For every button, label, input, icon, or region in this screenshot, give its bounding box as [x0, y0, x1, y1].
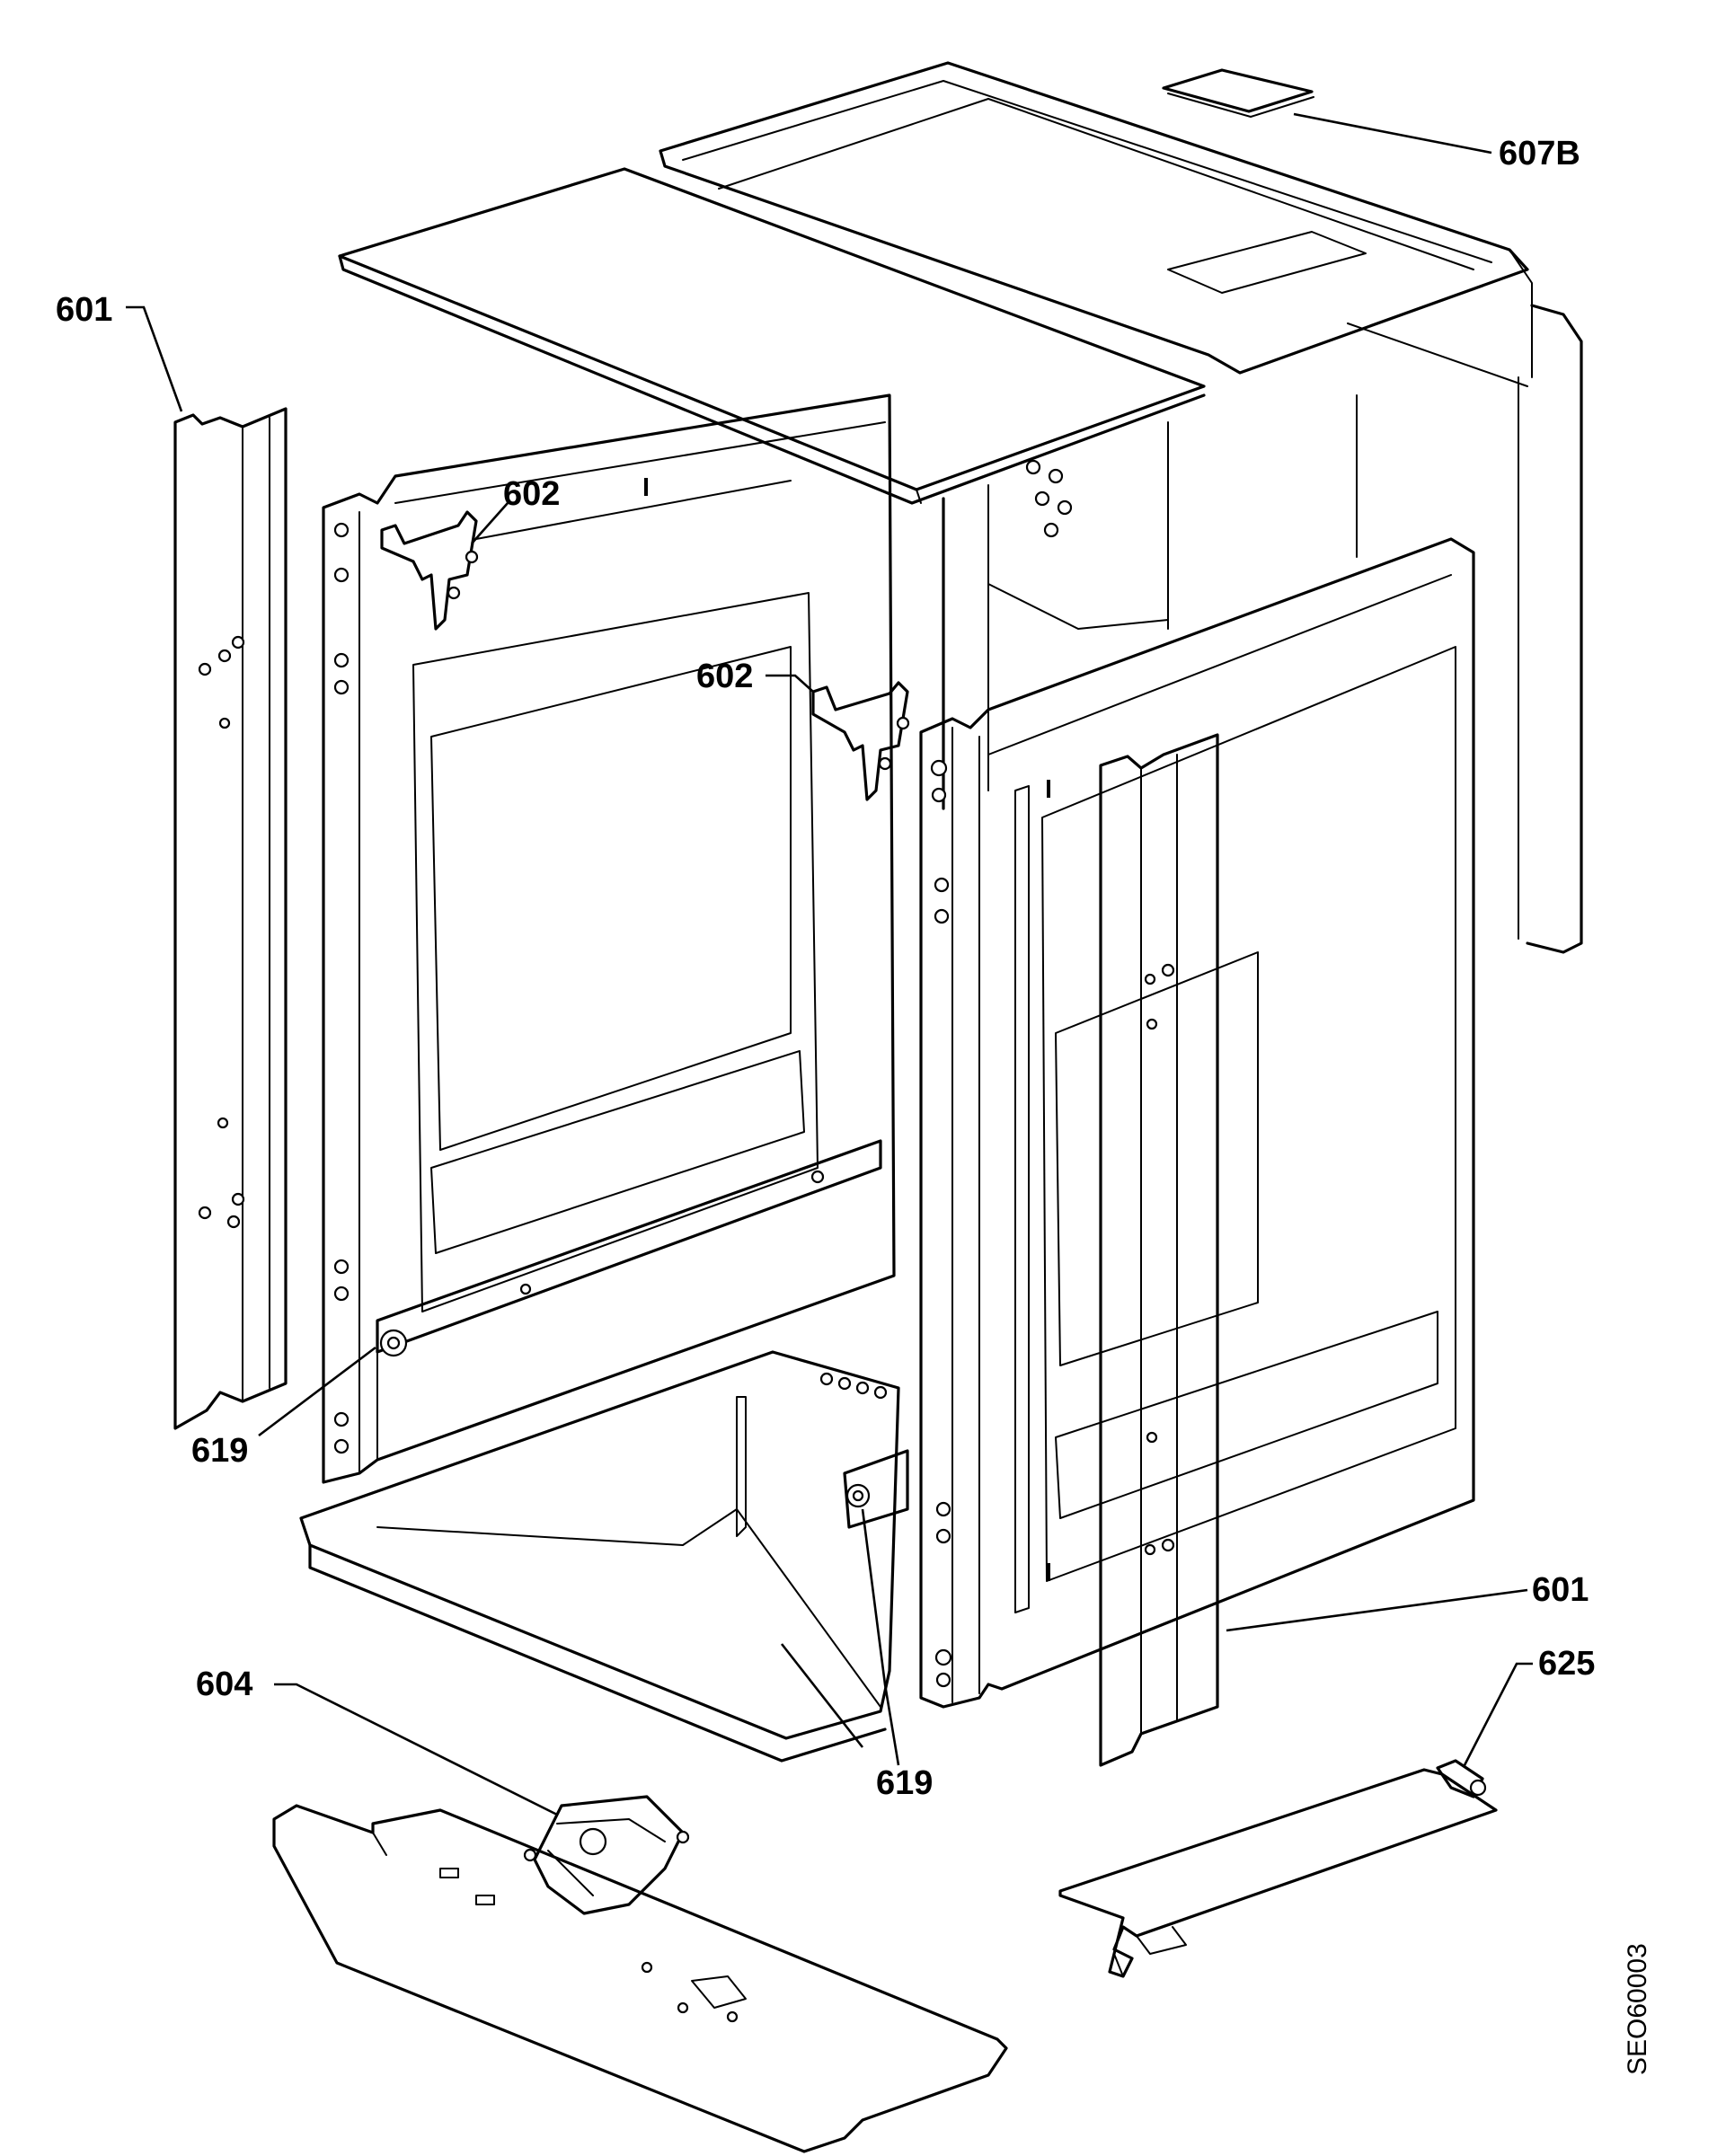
callout-607b: 607B — [1499, 135, 1580, 172]
callout-604: 604 — [196, 1666, 252, 1703]
top-rear-cover-panel — [659, 61, 1533, 387]
callout-602-lower: 602 — [696, 658, 753, 695]
left-side-panel — [322, 393, 896, 1484]
top-panel — [338, 167, 1206, 505]
callout-601-left: 601 — [56, 291, 112, 329]
rear-frame — [942, 394, 1358, 810]
insulation-pad-607b — [1162, 68, 1314, 118]
callout-602-upper: 602 — [503, 475, 560, 513]
bottom-roller-bracket — [843, 1449, 909, 1529]
callout-625: 625 — [1538, 1645, 1595, 1683]
hinge-bracket-upper — [380, 510, 479, 631]
callout-601-right: 601 — [1532, 1571, 1589, 1609]
right-front-strip — [1099, 733, 1219, 1767]
hinge-bracket-lower — [811, 681, 910, 801]
callout-619-left: 619 — [191, 1432, 248, 1470]
front-trim-bar — [1058, 1768, 1498, 1978]
motor-assembly — [523, 1795, 690, 1915]
left-front-strip — [173, 407, 288, 1430]
end-clip-625 — [1436, 1759, 1487, 1798]
callout-619-bottom: 619 — [876, 1764, 933, 1802]
bottom-panel — [299, 1350, 900, 1763]
drawing-code: SEO60003 — [1623, 1943, 1652, 2075]
back-right-strip — [1518, 304, 1583, 954]
base-plate — [272, 1804, 1008, 2153]
right-side-panel — [919, 537, 1475, 1709]
left-runner-rail — [376, 1139, 882, 1461]
leader-lines — [126, 112, 1533, 1816]
